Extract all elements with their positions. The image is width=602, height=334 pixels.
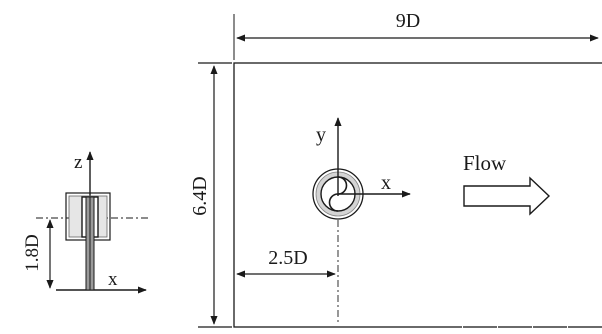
domain-boundary: [233, 62, 602, 328]
top-view: 9D 6.4D 2.5D y x Flow: [189, 10, 602, 328]
flow-arrow: [463, 176, 551, 216]
side-view: 1.8D z x: [22, 151, 148, 294]
side-x-axis-label: x: [108, 269, 118, 290]
x-axis-label: x: [381, 172, 391, 194]
offset-label: 2.5D: [268, 247, 307, 269]
height-label: 6.4D: [189, 176, 211, 215]
flow-label: Flow: [463, 151, 507, 175]
width-label: 9D: [396, 10, 420, 32]
depth-label: 1.8D: [22, 234, 43, 271]
y-axis-label: y: [316, 124, 326, 146]
z-axis-label: z: [74, 152, 82, 173]
